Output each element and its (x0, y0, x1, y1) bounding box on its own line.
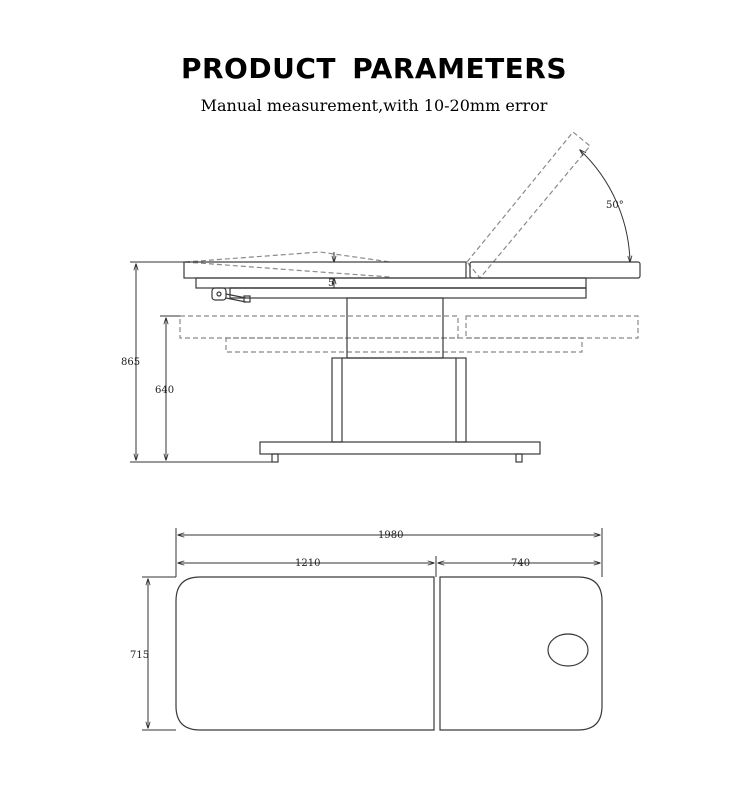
height-min-dimension (160, 315, 180, 460)
side-view (179, 131, 641, 463)
lift-column (346, 297, 444, 359)
base-frame (259, 357, 541, 463)
page-title: PRODUCT PARAMETERS (180, 52, 568, 85)
backrest-raised-outline (466, 131, 591, 279)
angle-label: 50° (606, 200, 624, 211)
lowered-position-outline (179, 315, 639, 353)
face-hole (547, 633, 589, 667)
head-section-length-label: 740 (511, 558, 530, 569)
body-section-length-label: 1210 (295, 558, 320, 569)
height-max-dimension (130, 261, 272, 463)
page-subtitle: Manual measurement,with 10-20mm error (200, 96, 548, 115)
top-body-section (175, 576, 435, 731)
lever-handle (211, 287, 251, 303)
mattress-body-section (183, 261, 467, 279)
top-head-section (439, 576, 603, 731)
top-dimensions (142, 528, 603, 731)
top-view (175, 576, 603, 731)
angle-dimension (580, 150, 630, 262)
width-label: 715 (130, 650, 149, 661)
total-length-label: 1980 (378, 530, 403, 541)
frame-top (195, 277, 587, 289)
frame-lower (229, 287, 587, 299)
drop-label: 5 (328, 278, 334, 289)
height-min-label: 640 (155, 385, 174, 396)
height-max-label: 865 (121, 357, 140, 368)
body-tilted-outline (184, 251, 391, 278)
mattress-head-section (469, 261, 641, 279)
